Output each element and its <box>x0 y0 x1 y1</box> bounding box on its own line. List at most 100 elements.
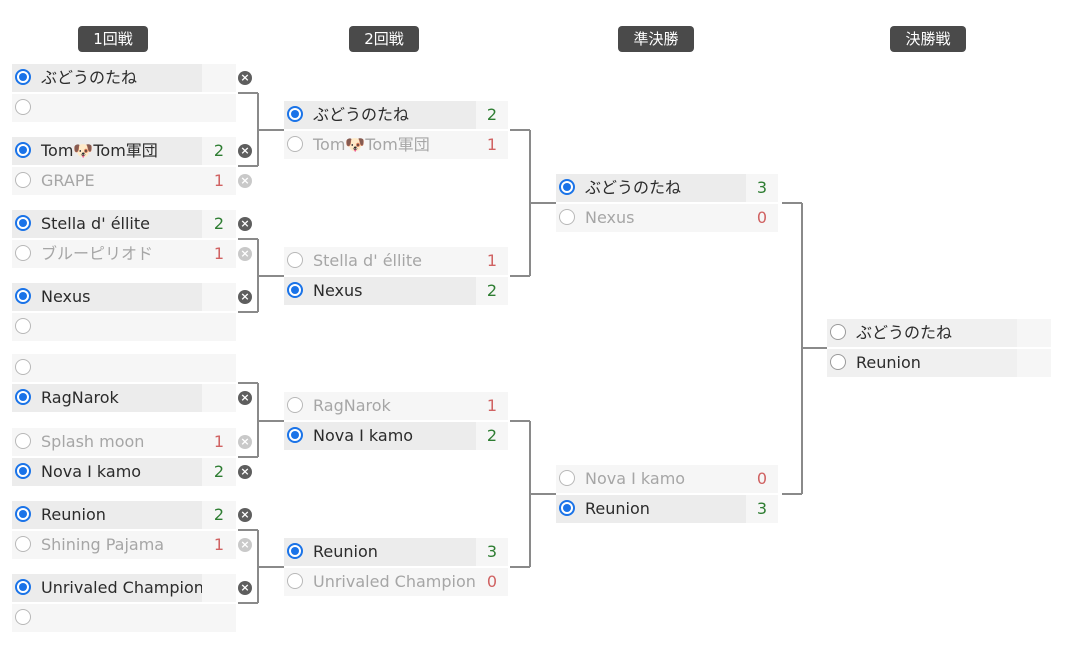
score-field[interactable]: 2 <box>476 101 508 129</box>
clear-icon[interactable]: × <box>238 174 252 188</box>
winner-radio-icon[interactable] <box>287 282 303 298</box>
winner-radio-icon[interactable] <box>287 106 303 122</box>
winner-radio-icon[interactable] <box>287 427 303 443</box>
score-field[interactable]: 2 <box>202 210 236 238</box>
score-field[interactable] <box>202 64 236 92</box>
winner-radio-icon[interactable] <box>287 573 303 589</box>
score-field[interactable]: 2 <box>476 422 508 450</box>
round1-match-8-team-2[interactable] <box>12 604 236 632</box>
clear-icon[interactable]: × <box>238 290 252 304</box>
score-field[interactable]: 1 <box>202 167 236 195</box>
clear-icon[interactable]: × <box>238 465 252 479</box>
round1-match-8-team-1[interactable]: Unrivaled Champion <box>12 574 236 602</box>
score-field[interactable]: 3 <box>476 538 508 566</box>
score-field[interactable]: 2 <box>202 137 236 165</box>
score-field[interactable]: 2 <box>202 458 236 486</box>
winner-radio-icon[interactable] <box>287 397 303 413</box>
clear-icon[interactable]: × <box>238 508 252 522</box>
winner-radio-icon[interactable] <box>830 354 846 370</box>
score-field[interactable]: 0 <box>746 465 778 493</box>
winner-radio-icon[interactable] <box>15 288 31 304</box>
winner-radio-icon[interactable] <box>15 172 31 188</box>
winner-radio-icon[interactable] <box>15 245 31 261</box>
score-field[interactable]: 1 <box>476 131 508 159</box>
winner-radio-icon[interactable] <box>287 136 303 152</box>
clear-icon[interactable]: × <box>238 144 252 158</box>
winner-radio-icon[interactable] <box>830 324 846 340</box>
clear-icon[interactable]: × <box>238 435 252 449</box>
round1-match-1-team-2[interactable] <box>12 94 236 122</box>
winner-radio-icon[interactable] <box>287 543 303 559</box>
score-field[interactable] <box>202 94 236 122</box>
score-field[interactable]: 1 <box>202 531 236 559</box>
score-field[interactable]: 2 <box>476 277 508 305</box>
winner-radio-icon[interactable] <box>15 506 31 522</box>
clear-icon[interactable]: × <box>238 391 252 405</box>
winner-radio-icon[interactable] <box>15 318 31 334</box>
clear-icon[interactable]: × <box>238 217 252 231</box>
round1-match-4-team-2[interactable] <box>12 313 236 341</box>
score-field[interactable]: 1 <box>476 392 508 420</box>
winner-radio-icon[interactable] <box>15 463 31 479</box>
clear-icon[interactable]: × <box>238 247 252 261</box>
winner-radio-icon[interactable] <box>15 69 31 85</box>
score-field[interactable] <box>202 604 236 632</box>
winner-radio-icon[interactable] <box>15 215 31 231</box>
winner-radio-icon[interactable] <box>15 433 31 449</box>
round1-match-5-team-2[interactable]: RagNarok <box>12 384 236 412</box>
score-field[interactable]: 0 <box>746 204 778 232</box>
score-field[interactable] <box>202 354 236 382</box>
winner-radio-icon[interactable] <box>15 359 31 375</box>
score-field[interactable]: 1 <box>202 428 236 456</box>
score-field[interactable] <box>1017 349 1051 377</box>
clear-icon[interactable]: × <box>238 538 252 552</box>
score-field[interactable] <box>202 313 236 341</box>
round1-match-5-team-1[interactable] <box>12 354 236 382</box>
winner-radio-icon[interactable] <box>15 142 31 158</box>
clear-icon[interactable]: × <box>238 71 252 85</box>
winner-radio-icon[interactable] <box>559 209 575 225</box>
score-field[interactable] <box>202 574 236 602</box>
score-field[interactable] <box>202 384 236 412</box>
winner-radio-icon[interactable] <box>15 609 31 625</box>
score-field[interactable]: 1 <box>202 240 236 268</box>
final-match-1-team-1[interactable]: ぶどうのたね <box>827 319 1051 347</box>
winner-radio-icon[interactable] <box>559 500 575 516</box>
score-field[interactable]: 3 <box>746 174 778 202</box>
score-field[interactable]: 0 <box>476 568 508 596</box>
winner-radio-icon[interactable] <box>15 536 31 552</box>
round1-match-4-team-1[interactable]: Nexus <box>12 283 236 311</box>
winner-radio-icon[interactable] <box>15 389 31 405</box>
score-field[interactable]: 3 <box>746 495 778 523</box>
winner-radio-icon[interactable] <box>559 470 575 486</box>
score-field[interactable] <box>202 283 236 311</box>
round1-match-1-team-1[interactable]: ぶどうのたね <box>12 64 236 92</box>
score-field[interactable] <box>1017 319 1051 347</box>
winner-radio-icon[interactable] <box>559 179 575 195</box>
winner-radio-icon[interactable] <box>15 99 31 115</box>
score-field[interactable]: 2 <box>202 501 236 529</box>
score-field[interactable]: 1 <box>476 247 508 275</box>
winner-radio-icon[interactable] <box>15 579 31 595</box>
final-match-1-team-2[interactable]: Reunion <box>827 349 1051 377</box>
